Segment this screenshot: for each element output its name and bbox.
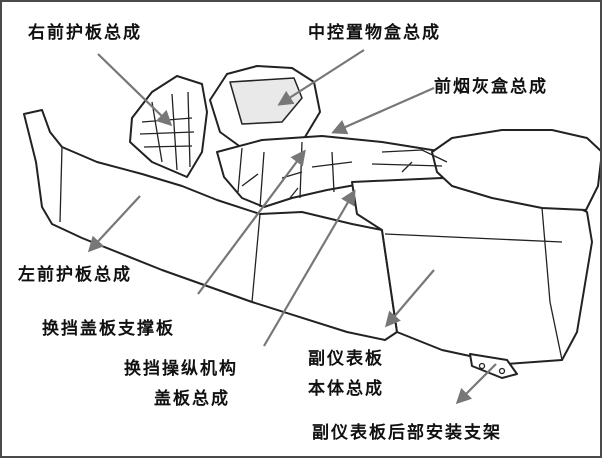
- arrow-rear-bracket: [455, 363, 497, 405]
- arrow-left-front-panel: [87, 195, 141, 253]
- arrow-shift-mechanism: [263, 189, 356, 347]
- right-front-panel-shape: [129, 75, 208, 178]
- arrow-ashtray: [331, 86, 435, 135]
- label-left-front-panel: 左前护板总成: [18, 265, 132, 285]
- console-assembly: [23, 65, 600, 379]
- label-console-body-line2: 本体总成: [308, 379, 384, 399]
- arrow-storage-box: [277, 49, 365, 106]
- label-shift-mechanism-line1: 换挡操纵机构: [124, 359, 238, 379]
- label-shift-cover-bracket: 换挡盖板支撑板: [42, 319, 175, 339]
- leader-arrows: [87, 49, 497, 405]
- arrow-shift-bracket: [197, 149, 306, 295]
- label-front-ashtray: 前烟灰盒总成: [434, 77, 548, 97]
- armrest-shape: [431, 129, 600, 211]
- label-shift-mechanism-line2: 盖板总成: [154, 389, 230, 409]
- label-rear-mount-bracket: 副仪表板后部安装支架: [312, 423, 502, 443]
- left-front-panel-shape: [23, 109, 398, 341]
- detail-lines: [59, 91, 563, 375]
- label-right-front-panel: 右前护板总成: [28, 23, 142, 43]
- label-console-body-line1: 副仪表板: [308, 349, 384, 369]
- arrow-right-front-panel: [97, 53, 173, 127]
- arrow-console-body: [384, 269, 435, 328]
- label-center-storage-box: 中控置物盒总成: [308, 23, 441, 43]
